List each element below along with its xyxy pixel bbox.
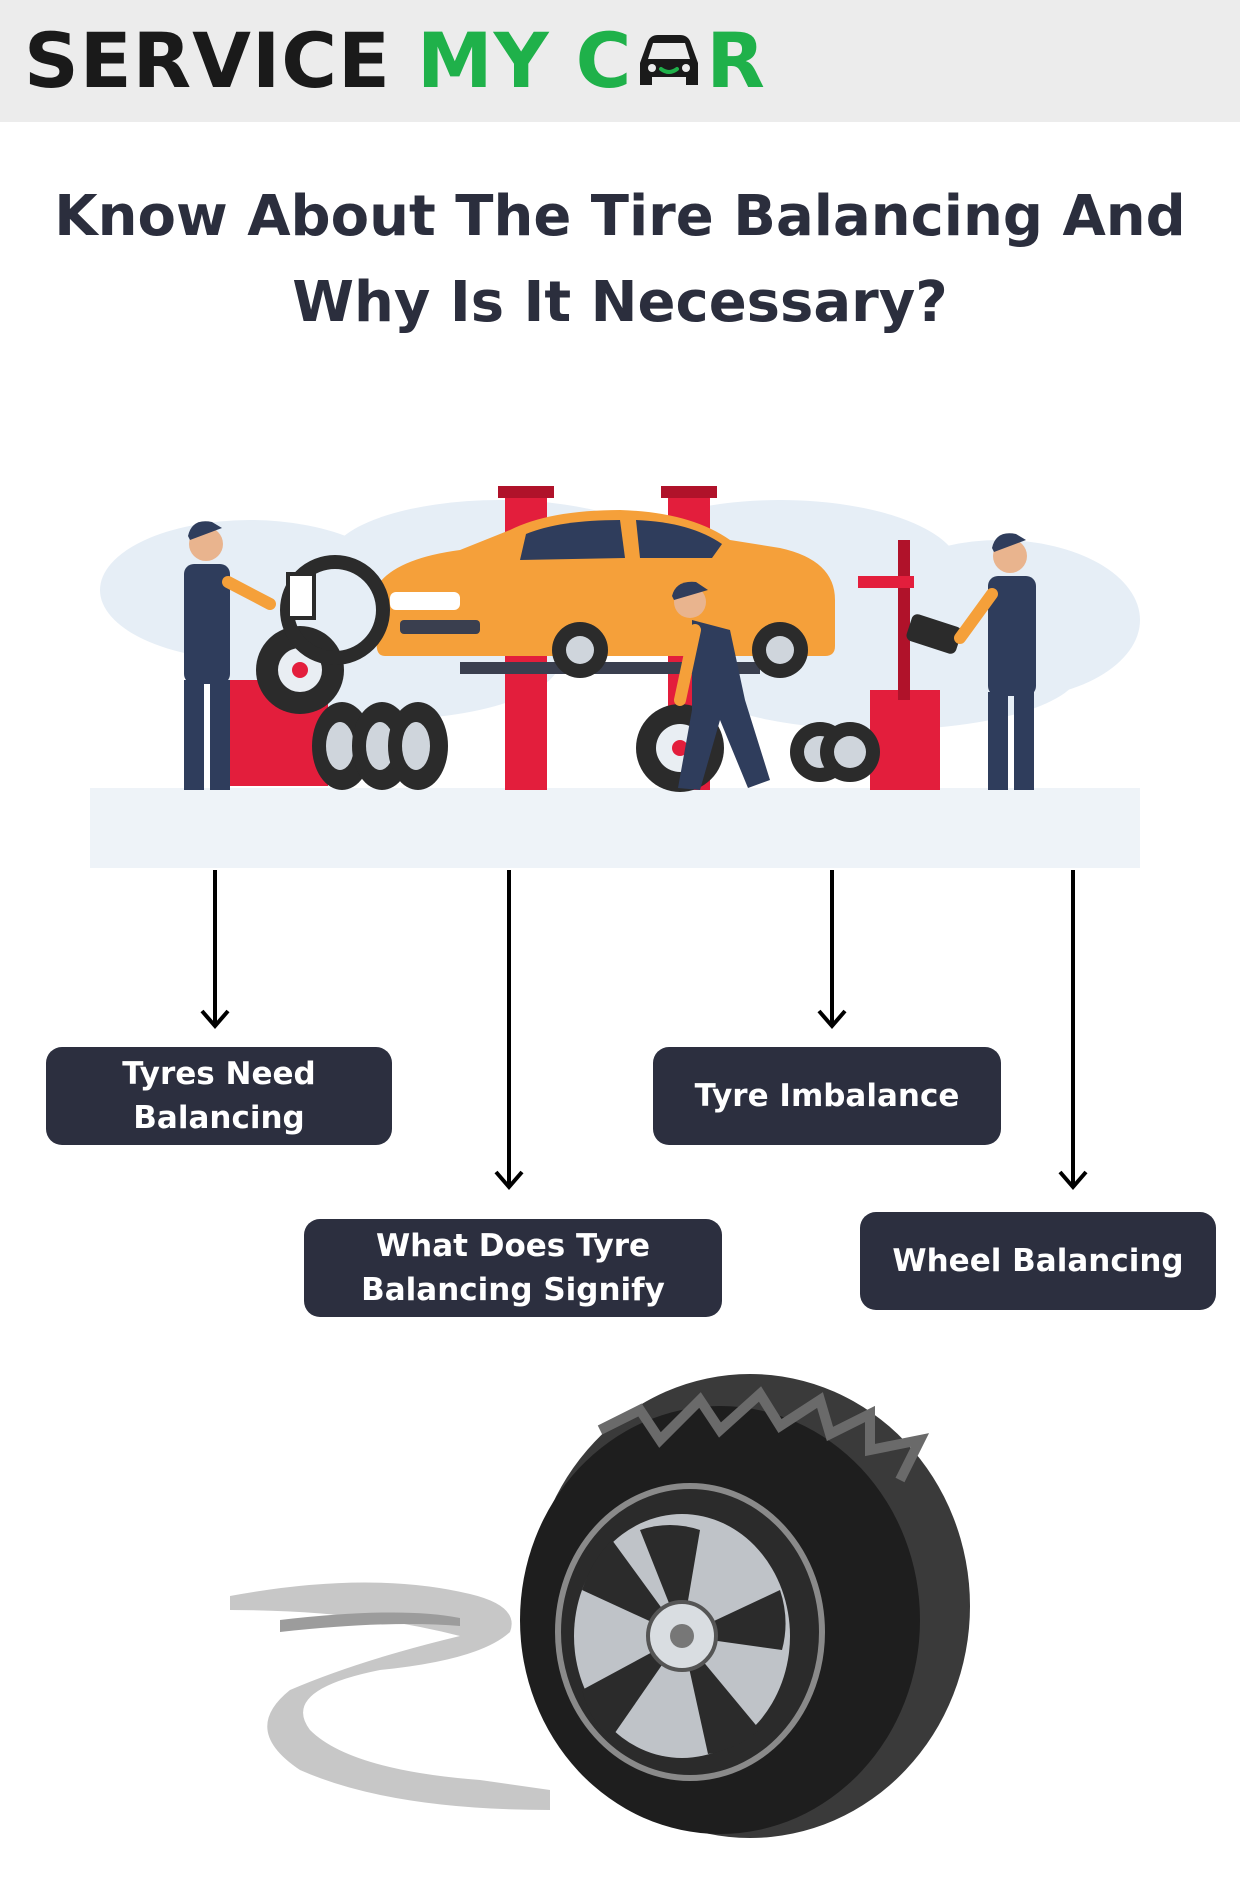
car-on-lift [376,510,835,678]
node-label: Wheel Balancing [892,1243,1184,1279]
middle-mechanic [636,581,770,792]
workshop-illustration [90,486,1140,868]
floor [90,788,1140,868]
car-logo-icon [640,35,699,85]
node-label: Balancing Signify [361,1272,665,1308]
arrow-down-icon [817,1009,847,1030]
tire-illustration [230,1374,970,1838]
title-line-1: Know About The Tire Balancing And [54,183,1186,249]
brand-logo[interactable]: SERVICE MY C R [24,10,766,110]
node-label: Tyre Imbalance [694,1078,960,1114]
node-tyres-need-balancing: Tyres Need Balancing [46,1047,392,1145]
page-title: Know About The Tire Balancing And Why Is… [40,174,1200,346]
arrow-down-icon [1058,1170,1088,1191]
brand-word-service: SERVICE [24,15,391,105]
node-label: Balancing [133,1100,305,1136]
node-label: What Does Tyre [375,1228,651,1264]
arrow-down-icon [494,1170,524,1191]
stacked-tires-left [312,702,448,790]
brand-word-car-r: R [706,15,766,105]
right-mechanic [790,533,1036,790]
node-wheel-balancing: Wheel Balancing [860,1212,1216,1310]
node-tyre-imbalance: Tyre Imbalance [653,1047,1001,1145]
brand-word-my: MY [416,15,550,105]
header-bar: SERVICE MY C R [0,0,1240,122]
brand-word-car-c: C [575,15,633,105]
tire [520,1374,970,1838]
motion-trail [230,1582,550,1810]
node-label: Tyres Need [122,1056,316,1092]
left-mechanic [184,521,390,790]
arrow-down-icon [200,1009,230,1030]
title-line-2: Why Is It Necessary? [292,269,948,335]
node-what-does-tyre-balancing-signify: What Does Tyre Balancing Signify [304,1219,722,1317]
